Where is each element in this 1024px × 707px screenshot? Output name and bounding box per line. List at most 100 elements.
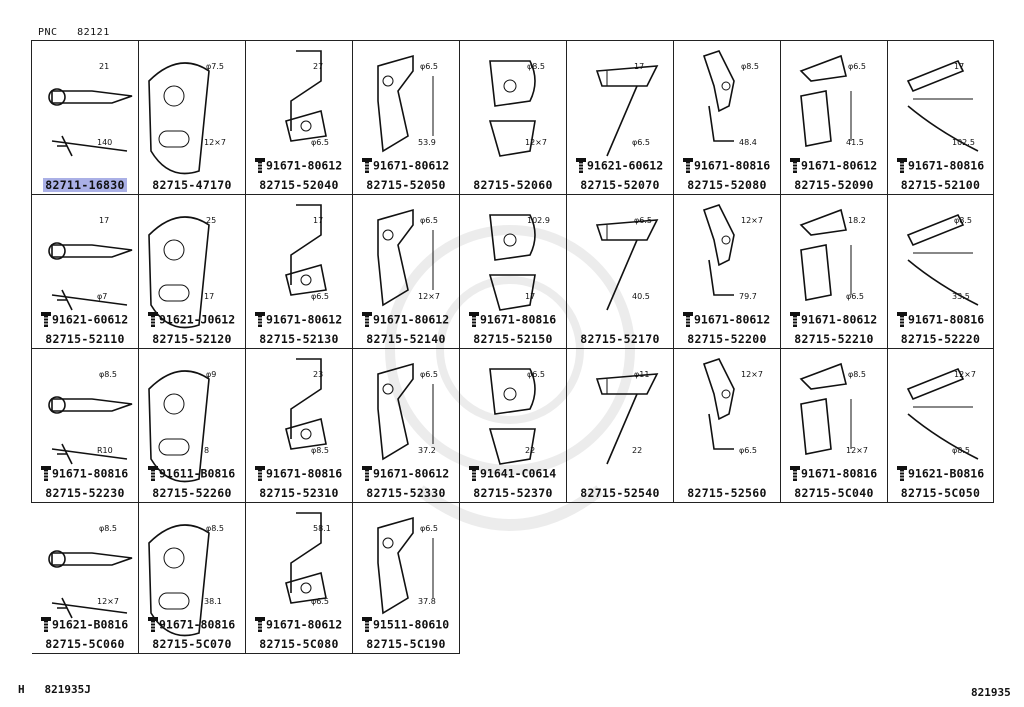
part-number[interactable]: 82715-52070 — [580, 178, 660, 192]
part-cell[interactable]: φ11 22 82715-52540 — [567, 349, 674, 503]
dimension-label: 38.1 — [204, 597, 222, 606]
part-illustration: φ6.540.5 — [595, 216, 659, 311]
part-number[interactable]: 82715-5C050 — [900, 486, 981, 500]
part-number[interactable]: 82715-52050 — [366, 178, 446, 192]
bolt-part-number: 91621-B0816 — [52, 617, 129, 632]
dimension-label: 17 — [204, 292, 214, 301]
dimension-label: 53.9 — [418, 138, 436, 147]
part-number[interactable]: 82715-52120 — [152, 332, 232, 346]
dimension-label: 17 — [525, 292, 535, 301]
part-number[interactable]: 82715-5C040 — [794, 486, 874, 500]
bolt-icon — [41, 617, 51, 632]
part-number[interactable]: 82715-52310 — [259, 486, 339, 500]
part-number[interactable]: 82715-52130 — [259, 332, 339, 346]
dimension-label: φ8.5 — [954, 216, 972, 225]
part-number[interactable]: 82715-52040 — [259, 178, 339, 192]
part-number[interactable]: 82715-52140 — [366, 332, 446, 346]
dimension-label: 12×7 — [418, 292, 440, 301]
bolt-callout: 91671-80612 — [789, 312, 877, 328]
dimension-label: 22 — [632, 446, 642, 455]
part-number[interactable]: 82715-52370 — [473, 486, 553, 500]
bolt-part-number: 91671-80612 — [373, 312, 450, 327]
part-number[interactable]: 82715-52150 — [473, 332, 553, 346]
bolt-callout: 91671-80816 — [789, 466, 877, 482]
dimension-label: φ6.5 — [311, 138, 329, 147]
part-number[interactable]: 82715-52100 — [900, 178, 981, 192]
part-number[interactable]: 82715-52060 — [473, 178, 553, 192]
part-illustration: φ6.541.5 — [799, 54, 866, 147]
part-number[interactable]: 82715-52260 — [152, 486, 232, 500]
dimension-label: φ11 — [634, 370, 649, 379]
part-number[interactable]: 82715-5C070 — [152, 637, 232, 651]
part-number[interactable]: 82715-52330 — [366, 486, 446, 500]
part-number[interactable]: 82715-5C060 — [45, 637, 125, 651]
bolt-part-number: 91671-80816 — [266, 466, 343, 481]
dimension-label: 41.5 — [846, 138, 864, 147]
bolt-part-number: 91671-80612 — [266, 312, 343, 327]
bolt-callout: 91671-80612 — [254, 617, 342, 633]
part-number[interactable]: 82715-52540 — [580, 486, 660, 500]
bolt-icon — [148, 617, 158, 632]
dimension-label: 12×7 — [525, 138, 547, 147]
dimension-label: φ6.5 — [420, 216, 438, 225]
part-number[interactable]: 82715-5C080 — [259, 637, 339, 651]
part-cell[interactable]: φ6.5 12×7 91671-80612 82715-52140 — [353, 195, 460, 349]
part-number-highlighted[interactable]: 82711-16830 — [32, 177, 138, 194]
part-number[interactable]: 82715-52560 — [687, 486, 767, 500]
part-illustration: φ6.5 12×7 — [377, 208, 440, 307]
bolt-icon — [148, 466, 158, 481]
bolt-icon — [41, 312, 51, 327]
part-illustration: φ6.537.8 — [377, 516, 438, 615]
part-number[interactable]: 82715-52080 — [687, 178, 767, 192]
part-number[interactable]: 82715-52090 — [794, 178, 874, 192]
dimension-label: φ6.5 — [420, 62, 438, 71]
part-number[interactable]: 82715-5C190 — [366, 637, 446, 651]
dimension-label: 23 — [313, 370, 323, 379]
part-number[interactable]: 82715-47170 — [152, 178, 232, 192]
part-number[interactable]: 82715-52220 — [900, 332, 981, 346]
dimension-label: 12×7 — [954, 370, 976, 379]
part-number[interactable]: 82715-52230 — [45, 486, 125, 500]
part-number[interactable]: 82715-52210 — [794, 332, 874, 346]
part-number[interactable]: 82715-52110 — [45, 332, 125, 346]
bolt-callout: 91621-B0816 — [40, 617, 128, 633]
footer-left-code: 821935J — [44, 683, 91, 696]
part-number[interactable]: 82715-52170 — [580, 332, 660, 346]
dimension-label: 17 — [99, 216, 109, 225]
dimension-label: φ9 — [206, 370, 216, 379]
bolt-icon — [469, 466, 479, 481]
part-number-text[interactable]: 82711-16830 — [43, 178, 127, 192]
part-number[interactable]: 82715-52200 — [687, 332, 767, 346]
